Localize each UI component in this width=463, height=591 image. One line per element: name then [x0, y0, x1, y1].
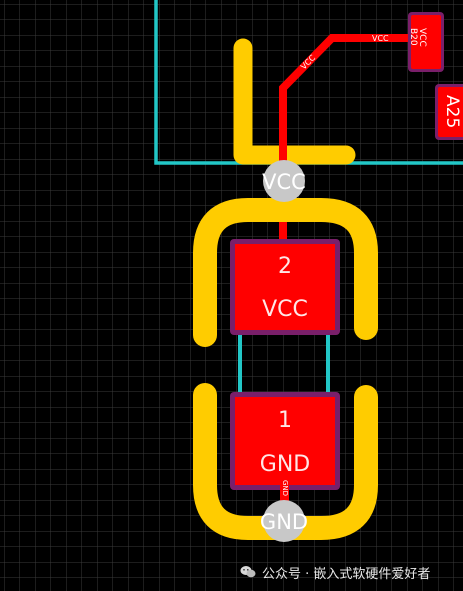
component-pad-a25-label: A25 — [442, 95, 462, 128]
pad-2-net: VCC — [262, 297, 308, 322]
component-pad-b20[interactable] — [411, 15, 441, 69]
silkscreen-corner — [233, 38, 356, 165]
pad-1[interactable] — [235, 397, 335, 485]
component-pad-b20-pin: B20 — [408, 28, 418, 46]
via-vcc[interactable] — [263, 160, 305, 202]
pad-1-net: GND — [260, 452, 310, 477]
watermark-text: 公众号 · 嵌入式软硬件爱好者 — [262, 566, 431, 582]
board-outline — [154, 0, 463, 165]
pad-2[interactable] — [235, 244, 335, 330]
via-vcc-label: VCC — [262, 170, 306, 194]
vcc-trace[interactable] — [279, 34, 412, 180]
gnd-trace-label: GND — [281, 480, 289, 496]
silkscreen-outline-top — [193, 198, 378, 347]
vcc-trace-label-horizontal: VCC — [372, 34, 389, 43]
gnd-stub-trace — [280, 478, 289, 514]
via-gnd-label: GND — [260, 510, 308, 534]
via-gnd[interactable] — [263, 500, 305, 542]
component-pad-b20-net: VCC — [417, 28, 427, 47]
wechat-icon — [240, 566, 256, 578]
pad-2-number: 2 — [278, 254, 292, 279]
component-pad-a25[interactable] — [438, 87, 463, 137]
pad-1-number: 1 — [278, 408, 292, 433]
watermark: 公众号 · 嵌入式软硬件爱好者 — [240, 561, 430, 583]
